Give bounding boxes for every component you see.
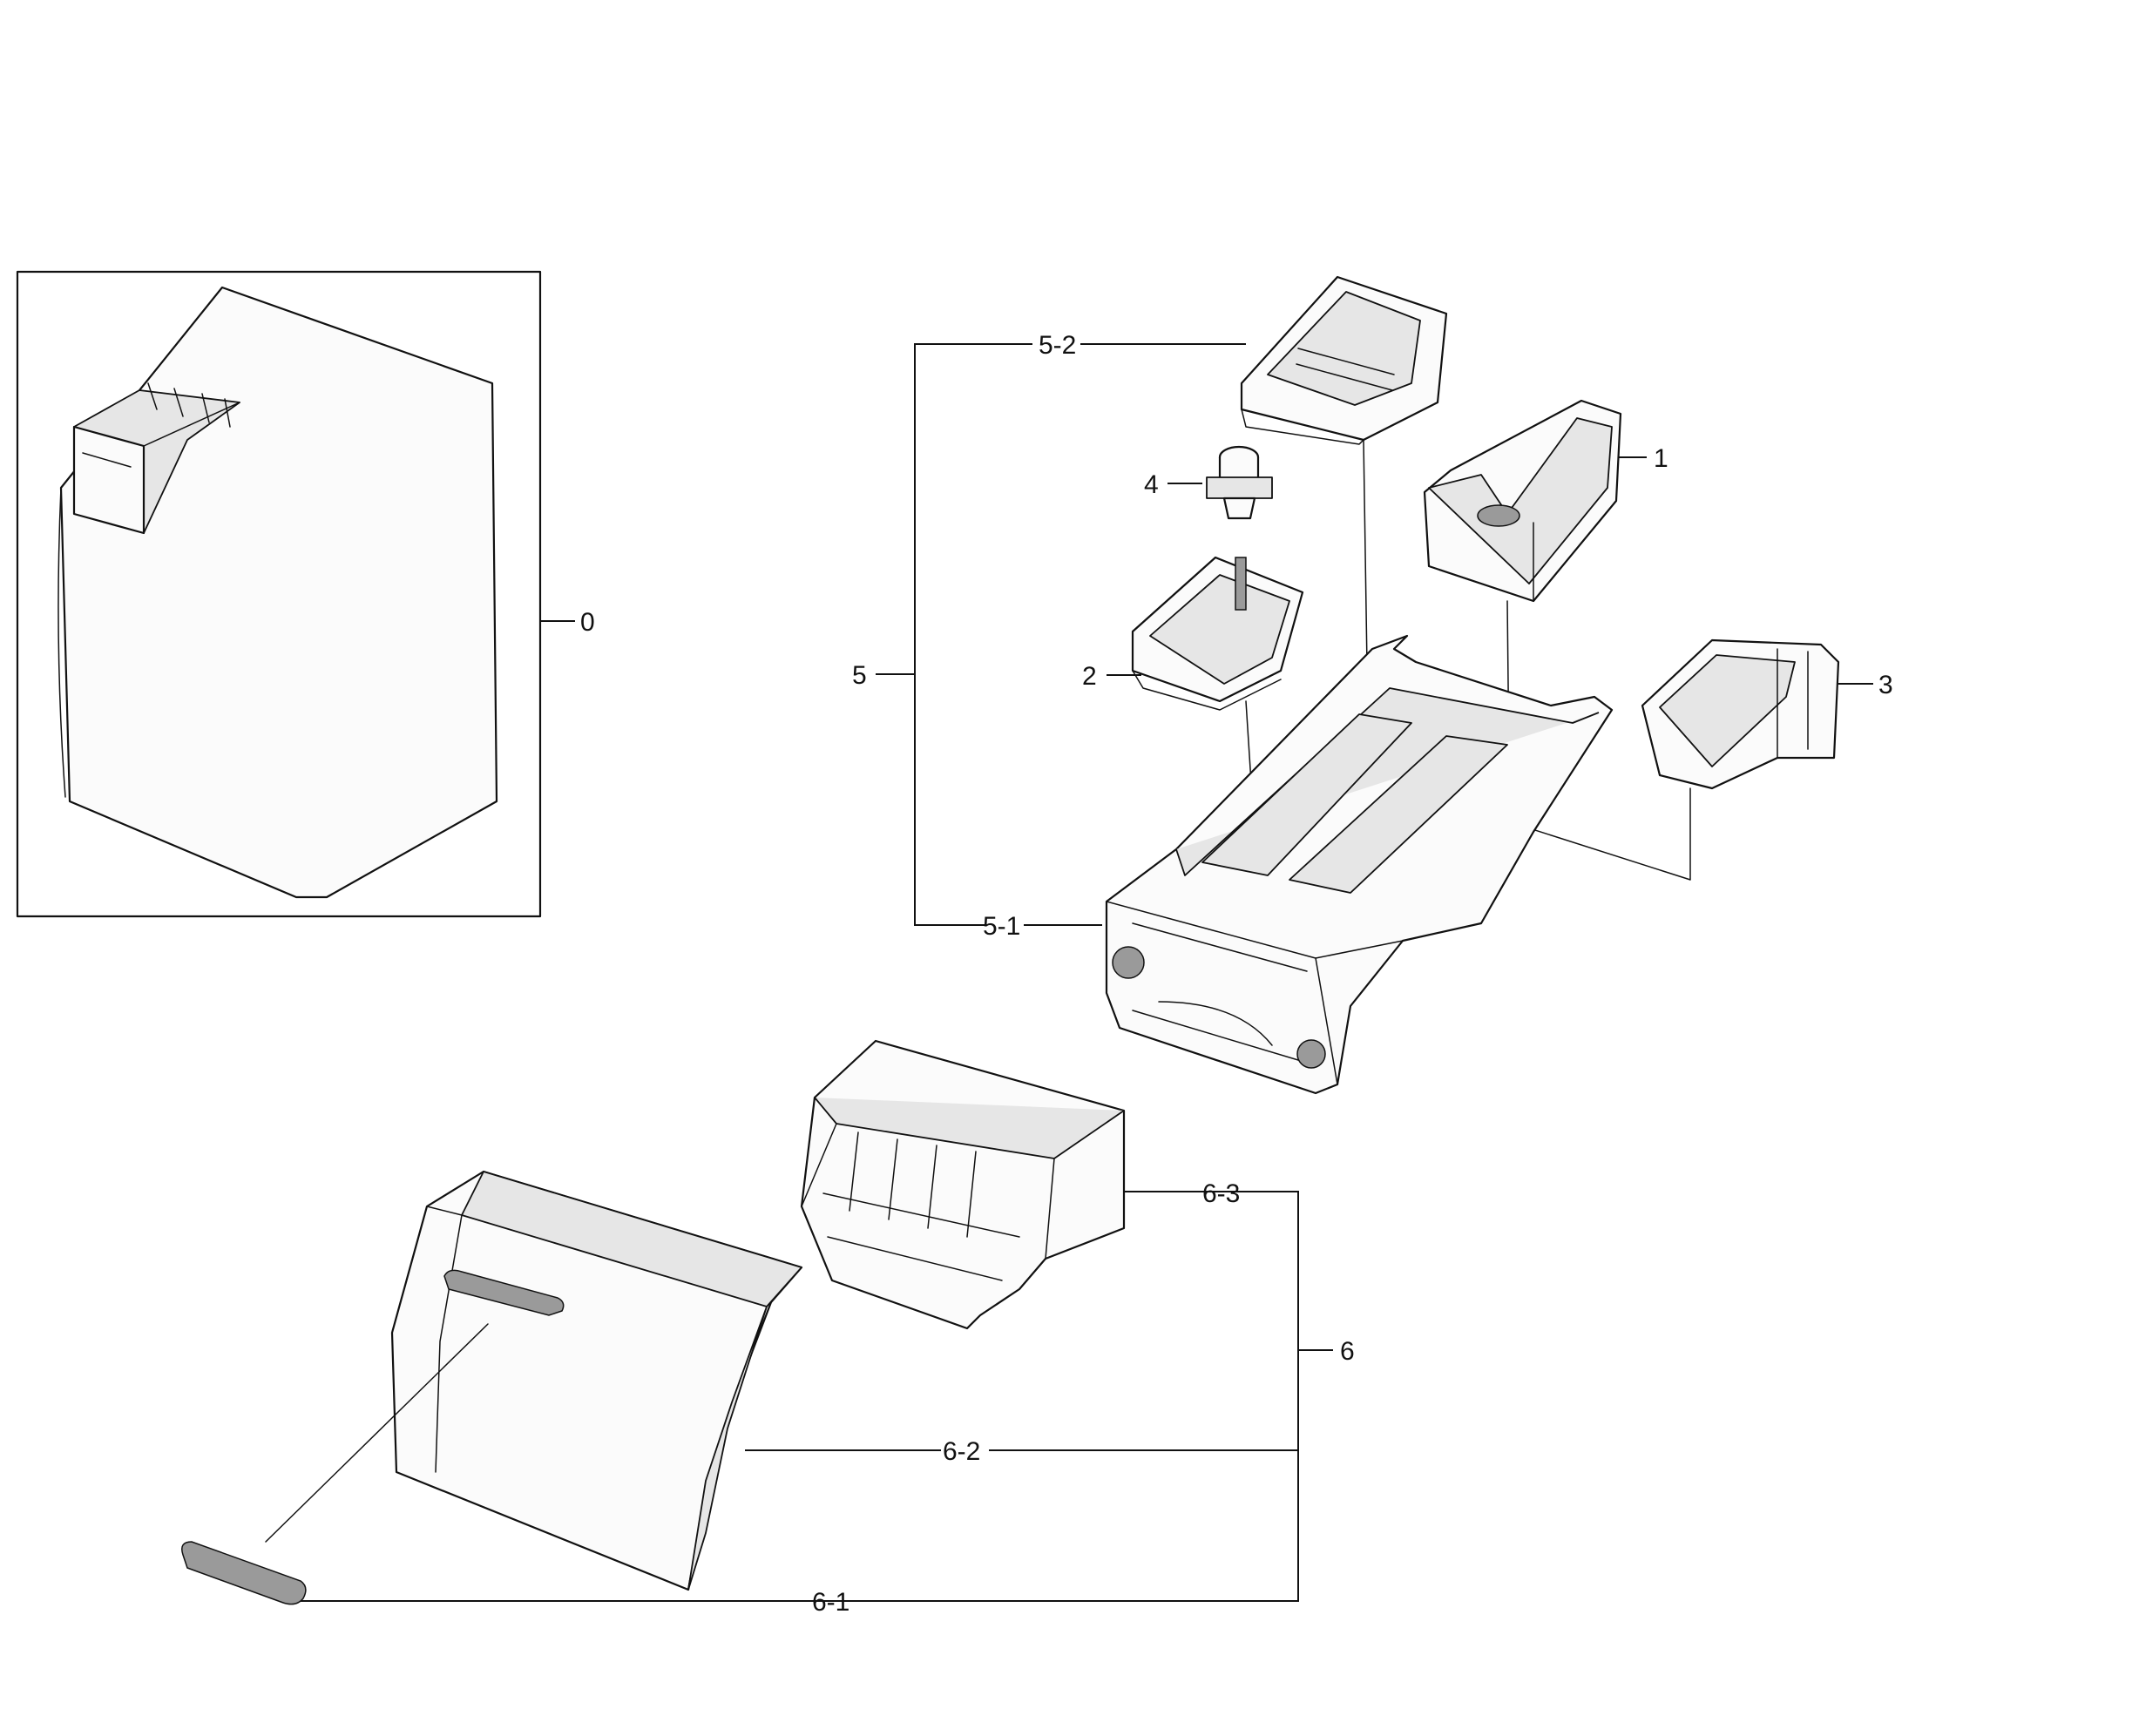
assembly-line-6-1 — [265, 1323, 489, 1543]
siphon-cap-part-4 — [1206, 445, 1273, 520]
callout-5-1: 5-1 — [983, 912, 1020, 941]
callout-0: 0 — [580, 608, 595, 637]
washer-cabinet-illustration — [58, 286, 498, 899]
handle-insert-part-6-1 — [181, 1541, 307, 1605]
callout-1: 1 — [1654, 444, 1668, 473]
drawer-body-part-6-3 — [800, 1039, 1126, 1330]
softener-compartment-part-3 — [1641, 638, 1840, 790]
callout-6-2: 6-2 — [943, 1437, 980, 1466]
callout-3: 3 — [1878, 671, 1893, 699]
inset-frame — [16, 270, 542, 918]
drawer-panel-part-6-2 — [390, 1170, 803, 1591]
callout-5-2: 5-2 — [1039, 331, 1076, 360]
callout-5: 5 — [852, 661, 867, 690]
callout-6: 6 — [1340, 1337, 1355, 1366]
callout-2: 2 — [1082, 662, 1097, 691]
dispenser-housing-part-5-1 — [1105, 634, 1614, 1095]
dispenser-housing-group: 5 5-2 4 2 1 — [852, 275, 1893, 1095]
reference-inset: 0 — [16, 270, 595, 918]
callout-6-1: 6-1 — [812, 1588, 849, 1617]
top-cover-part-5-2 — [1240, 275, 1448, 445]
drawer-group: 6 6-3 6-2 6-1 — [181, 1039, 1355, 1617]
liquid-compartment-part-2 — [1131, 556, 1304, 711]
callout-4: 4 — [1144, 470, 1159, 499]
bleach-compartment-part-1 — [1423, 399, 1622, 603]
bracket-5 — [914, 343, 1032, 926]
callout-6-3: 6-3 — [1202, 1179, 1240, 1208]
